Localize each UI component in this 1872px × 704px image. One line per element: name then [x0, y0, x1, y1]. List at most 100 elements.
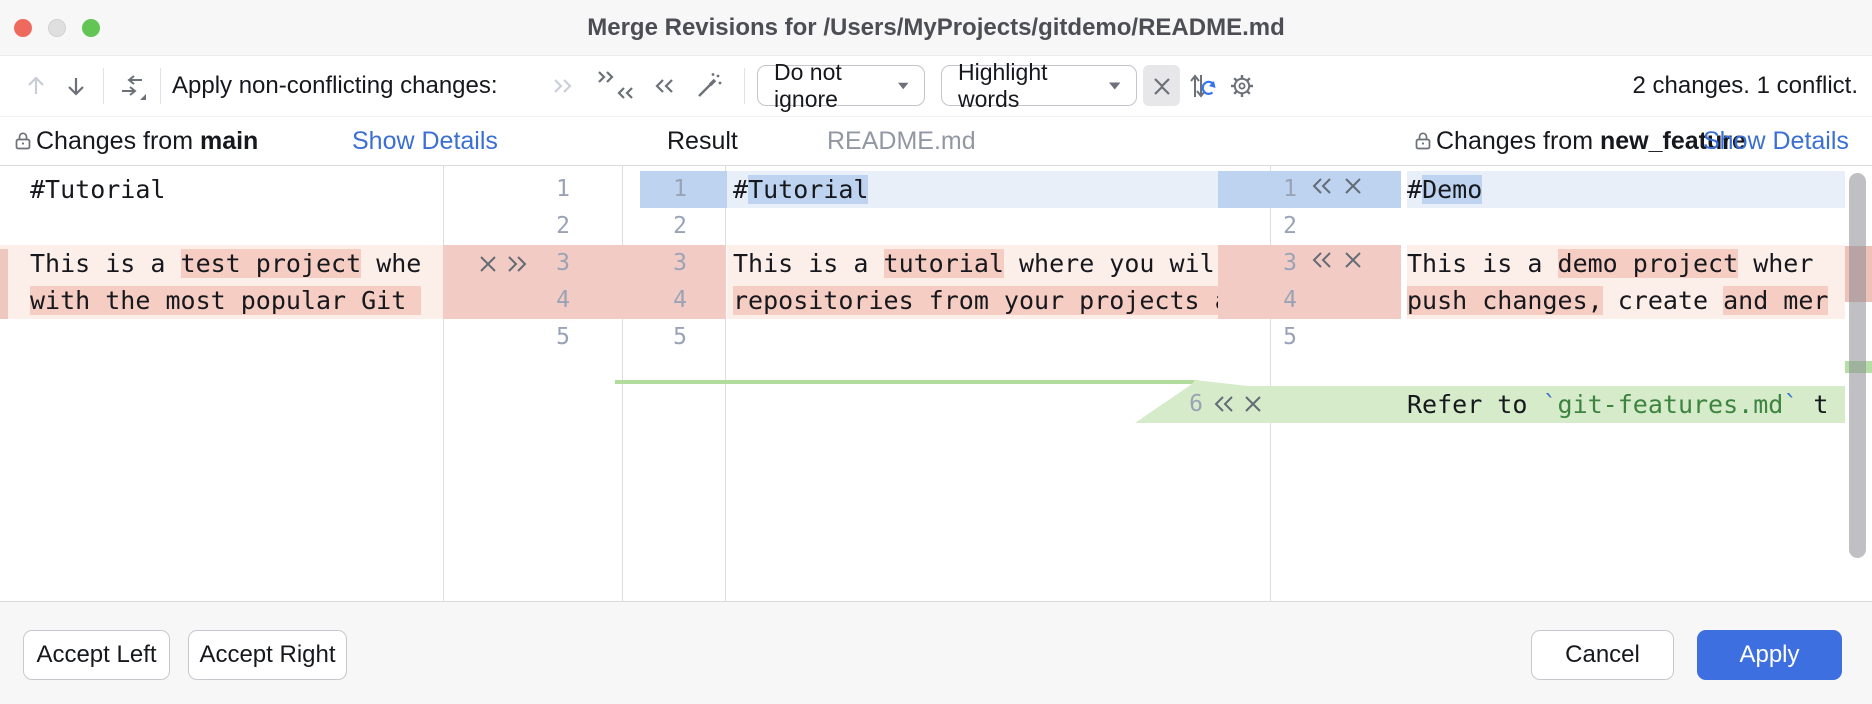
editor-divider: [725, 166, 726, 601]
magic-wand-icon: [698, 73, 722, 97]
left-gutter-conflict-cell: [443, 245, 726, 319]
ignore-policy-select[interactable]: Do not ignore: [757, 59, 925, 112]
code-line: This is a test project whe: [30, 245, 421, 282]
apply-all-arrows-icon: [122, 75, 146, 100]
line-number: 3: [556, 250, 570, 276]
zoom-window-button[interactable]: [82, 19, 100, 37]
right-pane-title: Changes from new_feature: [1436, 117, 1746, 165]
apply-button[interactable]: Apply: [1697, 630, 1842, 680]
result-file-name: README.md: [827, 127, 976, 155]
code-punctuation: `: [1542, 390, 1558, 419]
apply-non-conflicting-both-button[interactable]: [594, 70, 638, 102]
cancel-button[interactable]: Cancel: [1531, 630, 1674, 680]
right-branch-name: new_feature: [1599, 127, 1746, 155]
code-text: where you wil: [1003, 249, 1215, 278]
left-error-stripe-conflict-mark[interactable]: [0, 249, 8, 319]
line-number: 4: [1283, 287, 1297, 313]
code-text: This is a: [1407, 249, 1558, 278]
code-line: This is a demo project wher: [1407, 245, 1813, 282]
left-show-details-link[interactable]: Show Details: [352, 127, 498, 155]
diff-toolbar: Apply non-conflicting changes:: [0, 56, 1872, 117]
apply-change-left-icon[interactable]: [1310, 175, 1332, 197]
accept-left-button[interactable]: Accept Left: [23, 630, 170, 680]
line-number: 2: [556, 213, 570, 239]
line-number: 1: [556, 176, 570, 202]
next-change-button[interactable]: [60, 70, 92, 102]
ignore-change-icon[interactable]: [1242, 393, 1264, 415]
left-pane-title: Changes from main: [36, 117, 258, 165]
change-count-status: 2 changes. 1 conflict.: [1632, 72, 1858, 99]
synchronize-scrolling-button[interactable]: [1186, 70, 1218, 102]
collapse-fragments-icon: [1153, 77, 1170, 95]
line-number: 6: [1189, 391, 1203, 417]
line-number: 2: [673, 213, 687, 239]
double-chevron-right-icon: [554, 79, 572, 93]
line-number: 1: [673, 176, 687, 202]
code-text: whe: [361, 249, 422, 278]
apply-all-non-conflicting-button[interactable]: [116, 70, 148, 102]
dialog-button-bar: Accept Left Accept Right Cancel Apply: [0, 601, 1872, 704]
settings-button[interactable]: [1226, 70, 1258, 102]
changed-word: Tutorial: [748, 175, 869, 204]
apply-change-right-icon[interactable]: [505, 253, 527, 275]
code-line: #Tutorial: [30, 171, 165, 208]
code-text: This is a: [30, 249, 181, 278]
apply-non-conflicting-label: Apply non-conflicting changes:: [172, 72, 498, 99]
double-chevron-left-icon: [655, 79, 673, 93]
vertical-scrollbar-thumb[interactable]: [1849, 173, 1866, 558]
highlight-mode-value: Highlight words: [958, 58, 1048, 112]
code-line: push changes, create and mer: [1407, 282, 1829, 319]
code-line: #Tutorial: [733, 171, 869, 208]
editor-divider: [622, 166, 623, 601]
changed-word: push changes,: [1407, 286, 1603, 315]
code-line: Refer to `git-features.md` t: [1407, 386, 1828, 423]
line-number: 5: [673, 324, 687, 350]
three-way-merge-editor: 1 2 3 4 5 1 2 3 4 5 1 2 3 4 5 6: [0, 166, 1872, 601]
accept-right-button[interactable]: Accept Right: [188, 630, 347, 680]
collapse-unchanged-button[interactable]: [1143, 65, 1180, 106]
changed-word: tutorial: [883, 249, 1004, 278]
previous-change-button[interactable]: [20, 70, 52, 102]
title-bar: Merge Revisions for /Users/MyProjects/gi…: [0, 0, 1872, 56]
sync-scrolling-icon: [1190, 74, 1216, 98]
minimize-window-button[interactable]: [48, 19, 66, 37]
result-editor-pane[interactable]: #Tutorial This is a tutorial where you w…: [727, 166, 1218, 601]
lock-icon: [12, 130, 34, 152]
right-pane-label: Changes from: [1436, 127, 1600, 155]
left-editor-pane: #Tutorial This is a test project whe wit…: [0, 166, 443, 601]
ignore-change-icon[interactable]: [1342, 249, 1364, 271]
right-show-details-link[interactable]: Show Details: [1703, 127, 1849, 155]
code-line: with the most popular Git: [30, 282, 422, 319]
ignore-change-icon[interactable]: [477, 253, 499, 275]
changed-word: and mer: [1723, 286, 1829, 315]
chevrons-right-left-icon: [598, 71, 633, 99]
pane-headers: Changes from main Show Details Result RE…: [0, 117, 1872, 166]
line-number: 3: [1283, 250, 1297, 276]
ignore-change-icon[interactable]: [1342, 175, 1364, 197]
result-pane-label: Result: [667, 127, 738, 155]
apply-change-left-icon[interactable]: [1310, 249, 1332, 271]
apply-non-conflicting-right-button[interactable]: [648, 70, 680, 102]
right-gutter-line1-cell: [1218, 171, 1401, 208]
arrow-up-icon: [28, 76, 44, 94]
code-text: #: [1407, 175, 1423, 204]
code-text: #: [733, 175, 749, 204]
lock-icon: [1412, 130, 1434, 152]
left-pane-label: Changes from: [36, 127, 200, 155]
magic-resolve-button[interactable]: [692, 70, 724, 102]
code-text: wher: [1738, 249, 1814, 278]
apply-non-conflicting-left-button[interactable]: [548, 70, 580, 102]
code-line: This is a tutorial where you wil: [733, 245, 1215, 282]
toolbar-divider: [744, 68, 745, 104]
highlight-mode-select[interactable]: Highlight words: [941, 59, 1137, 112]
apply-change-left-icon[interactable]: [1212, 393, 1234, 415]
editor-divider: [443, 166, 444, 601]
result-gutter-line1-cell: [640, 171, 727, 208]
close-window-button[interactable]: [14, 19, 32, 37]
code-text: Refer to: [1407, 390, 1543, 419]
inline-code-text: git-features.md: [1557, 390, 1784, 419]
line-number: 3: [673, 250, 687, 276]
changed-word: demo project: [1557, 249, 1739, 278]
line-number: 5: [1283, 324, 1297, 350]
